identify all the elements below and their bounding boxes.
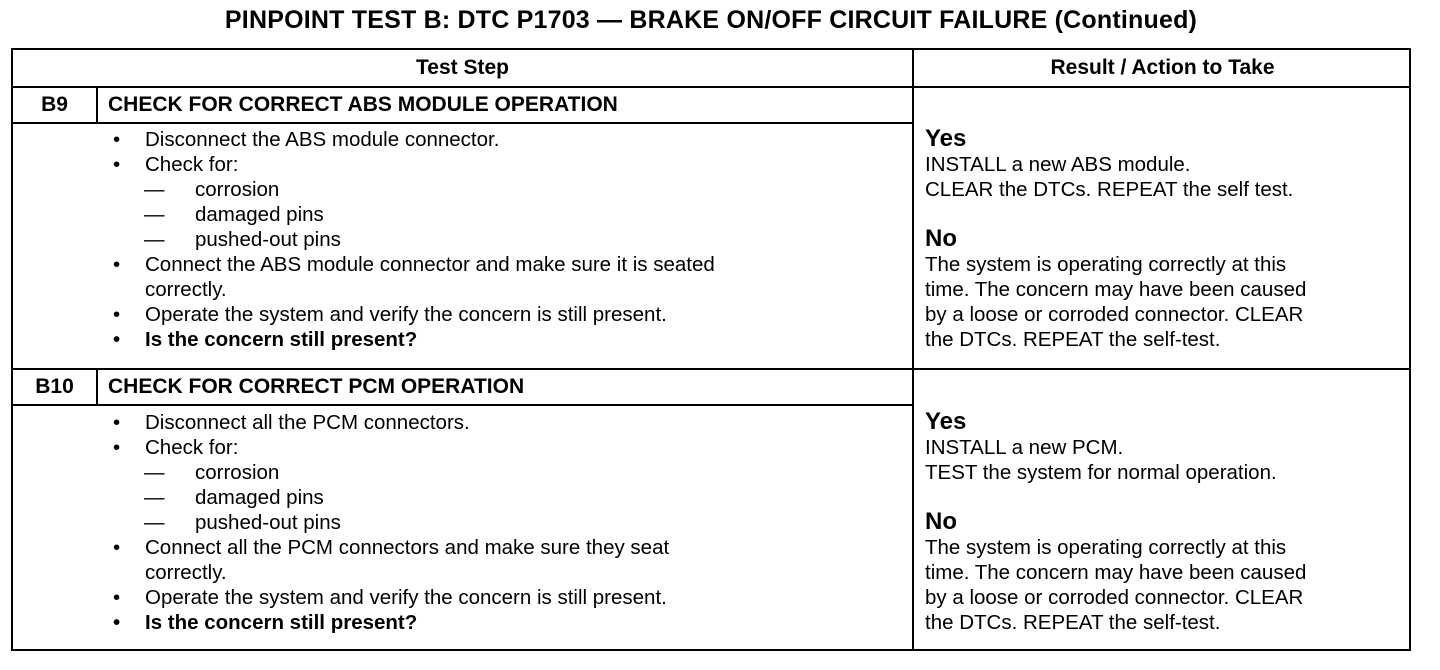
step-number-divider xyxy=(96,88,98,122)
step-heading-rule xyxy=(13,122,912,124)
yes-action: INSTALL a new PCM. xyxy=(925,436,1124,459)
step-separator xyxy=(13,368,1411,370)
no-action: the DTCs. REPEAT the self-test. xyxy=(925,611,1221,634)
list-item: damaged pins xyxy=(108,485,669,510)
pinpoint-test-table: Test Step Result / Action to Take B9 CHE… xyxy=(11,48,1411,651)
list-item: damaged pins xyxy=(108,202,715,227)
no-action: by a loose or corroded connector. CLEAR xyxy=(925,303,1304,326)
list-item-question: Is the concern still present? xyxy=(108,610,669,635)
list-item: Operate the system and verify the concer… xyxy=(108,302,715,327)
list-item-question: Is the concern still present? xyxy=(108,327,715,352)
step-heading: CHECK FOR CORRECT PCM OPERATION xyxy=(108,375,525,398)
yes-label: Yes xyxy=(925,408,967,435)
result-action-header: Result / Action to Take xyxy=(1050,56,1275,79)
no-action: The system is operating correctly at thi… xyxy=(925,253,1287,276)
list-item: pushed-out pins xyxy=(108,227,715,252)
list-item: corrosion xyxy=(108,460,669,485)
step-heading: CHECK FOR CORRECT ABS MODULE OPERATION xyxy=(108,93,618,116)
no-action: by a loose or corroded connector. CLEAR xyxy=(925,586,1304,609)
no-action: the DTCs. REPEAT the self-test. xyxy=(925,328,1221,351)
list-item: Connect all the PCM connectors and make … xyxy=(108,535,669,560)
list-item-continuation: correctly. xyxy=(145,561,227,584)
step-number-divider xyxy=(96,370,98,404)
list-item: Check for: xyxy=(108,435,669,460)
header-rule xyxy=(13,86,1411,88)
step-instructions: Disconnect all the PCM connectors. Check… xyxy=(108,410,669,635)
column-divider xyxy=(912,50,914,649)
step-number: B10 xyxy=(35,375,74,398)
list-item: Check for: xyxy=(108,152,715,177)
list-item: Operate the system and verify the concer… xyxy=(108,585,669,610)
result-block: Yes INSTALL a new PCM. TEST the system f… xyxy=(925,409,1405,635)
yes-action: TEST the system for normal operation. xyxy=(925,461,1277,484)
step-instructions: Disconnect the ABS module connector. Che… xyxy=(108,127,715,352)
result-block: Yes INSTALL a new ABS module. CLEAR the … xyxy=(925,126,1405,352)
page-title: PINPOINT TEST B: DTC P1703 — BRAKE ON/OF… xyxy=(224,6,1198,34)
list-item: corrosion xyxy=(108,177,715,202)
step-number: B9 xyxy=(41,93,68,116)
list-item-continuation: correctly. xyxy=(145,278,227,301)
list-item: Connect the ABS module connector and mak… xyxy=(108,252,715,277)
no-action: time. The concern may have been caused xyxy=(925,278,1307,301)
yes-action: CLEAR the DTCs. REPEAT the self test. xyxy=(925,178,1294,201)
list-item: Disconnect all the PCM connectors. xyxy=(108,410,669,435)
test-step-header: Test Step xyxy=(416,56,509,79)
step-heading-rule xyxy=(13,404,912,406)
no-label: No xyxy=(925,225,957,252)
yes-label: Yes xyxy=(925,125,967,152)
no-action: The system is operating correctly at thi… xyxy=(925,536,1287,559)
no-action: time. The concern may have been caused xyxy=(925,561,1307,584)
list-item: Disconnect the ABS module connector. xyxy=(108,127,715,152)
yes-action: INSTALL a new ABS module. xyxy=(925,153,1191,176)
no-label: No xyxy=(925,508,957,535)
list-item: pushed-out pins xyxy=(108,510,669,535)
